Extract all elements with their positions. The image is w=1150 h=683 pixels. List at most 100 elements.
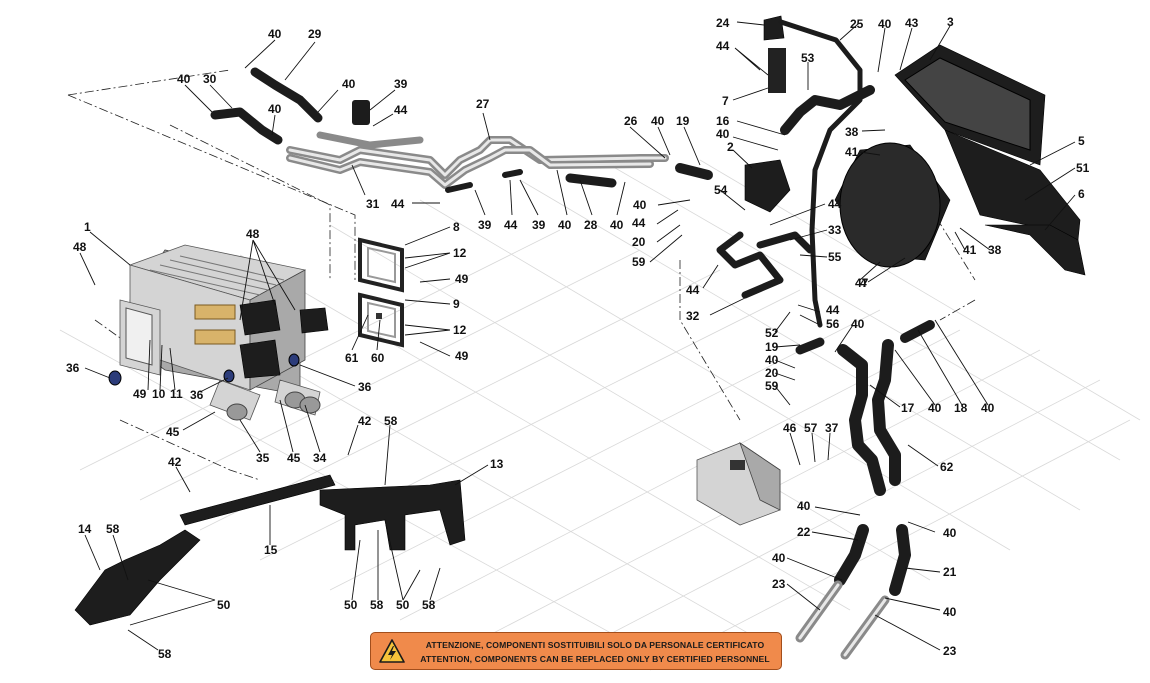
callout-47: 47	[855, 276, 869, 290]
callout-numbers: 1 2 3 4 5 6 7 8 9 10 11 12 12 13 14 15 1…	[66, 15, 1090, 661]
leader-lines	[79, 21, 1076, 651]
callout-50a: 50	[217, 598, 231, 612]
callout-60: 60	[371, 351, 385, 365]
brackets	[74, 474, 466, 626]
callout-44g: 44	[686, 283, 700, 297]
callout-55: 55	[828, 250, 842, 264]
callout-36a: 36	[66, 361, 80, 375]
callout-41a: 41	[845, 145, 859, 159]
callout-58c: 58	[158, 647, 172, 661]
callout-42b: 42	[168, 455, 182, 469]
callout-5: 5	[1078, 134, 1085, 148]
callout-46: 46	[783, 421, 797, 435]
callout-9: 9	[453, 297, 460, 311]
callout-30: 30	[203, 72, 217, 86]
pipes-23	[795, 580, 890, 660]
callout-40c: 40	[342, 77, 356, 91]
callout-40j: 40	[878, 17, 892, 31]
callout-45b: 45	[287, 451, 301, 465]
callout-38a: 38	[845, 125, 859, 139]
callout-49b: 49	[455, 349, 469, 363]
callout-39b: 39	[478, 218, 492, 232]
callout-25: 25	[850, 17, 864, 31]
callout-61: 61	[345, 351, 359, 365]
callout-40f: 40	[610, 218, 624, 232]
callout-44d: 44	[716, 39, 730, 53]
callout-32: 32	[686, 309, 700, 323]
floor-grid	[59, 159, 1141, 671]
callout-44b: 44	[391, 197, 405, 211]
callout-11: 11	[170, 387, 183, 401]
callout-40p: 40	[943, 526, 957, 540]
callout-62: 62	[940, 460, 954, 474]
callout-22: 22	[797, 525, 811, 539]
warning-text-english: ATTENTION, COMPONENTS CAN BE REPLACED ON…	[420, 654, 770, 664]
callout-8: 8	[453, 220, 460, 234]
gaskets	[358, 237, 404, 348]
callout-44c: 44	[504, 218, 518, 232]
callout-27: 27	[476, 97, 490, 111]
callout-39a: 39	[394, 77, 408, 91]
callout-1: 1	[84, 220, 91, 234]
callout-51: 51	[1076, 161, 1090, 175]
callout-59a: 59	[632, 255, 646, 269]
callout-40n: 40	[981, 401, 995, 415]
callout-20a: 20	[632, 235, 646, 249]
callout-54: 54	[714, 183, 728, 197]
callout-20b: 20	[765, 366, 779, 380]
callout-50c: 50	[396, 598, 410, 612]
callout-13: 13	[490, 457, 504, 471]
callout-35: 35	[256, 451, 270, 465]
callout-29: 29	[308, 27, 322, 41]
callout-40k: 40	[851, 317, 865, 331]
callout-36c: 36	[358, 380, 372, 394]
callout-50b: 50	[344, 598, 358, 612]
callout-17: 17	[901, 401, 915, 415]
callout-49a: 49	[455, 272, 469, 286]
callout-24: 24	[716, 16, 730, 30]
callout-15: 15	[264, 543, 278, 557]
callout-57: 57	[804, 421, 818, 435]
callout-58e: 58	[422, 598, 436, 612]
callout-4: 4	[860, 276, 867, 290]
callout-40h: 40	[633, 198, 647, 212]
callout-26: 26	[624, 114, 638, 128]
callout-18: 18	[954, 401, 968, 415]
callout-49c: 49	[133, 387, 147, 401]
callout-40g: 40	[651, 114, 665, 128]
callout-44f: 44	[828, 197, 842, 211]
callout-7: 7	[722, 94, 729, 108]
callout-40q: 40	[772, 551, 786, 565]
callout-40o: 40	[797, 499, 811, 513]
callout-14: 14	[78, 522, 92, 536]
radiator-and-fan	[834, 44, 1086, 276]
callout-58a: 58	[384, 414, 398, 428]
callout-53: 53	[801, 51, 815, 65]
callout-40r: 40	[943, 605, 957, 619]
hoses-left	[210, 67, 617, 193]
callout-44e: 44	[632, 216, 646, 230]
callout-3: 3	[947, 15, 954, 29]
warning-banner: ATTENZIONE, COMPONENTI SOSTITUIBILI SOLO…	[370, 632, 782, 670]
callout-31: 31	[366, 197, 380, 211]
callout-16: 16	[716, 114, 730, 128]
callout-42a: 42	[358, 414, 372, 428]
callout-23a: 23	[772, 577, 786, 591]
callout-33: 33	[828, 223, 842, 237]
inverter-unit	[108, 244, 329, 421]
high-voltage-warning-icon	[379, 639, 405, 663]
warning-text-italian: ATTENZIONE, COMPONENTI SOSTITUIBILI SOLO…	[425, 640, 765, 650]
callout-19a: 19	[676, 114, 690, 128]
callout-37: 37	[825, 421, 839, 435]
callout-40a: 40	[268, 27, 282, 41]
callout-40l: 40	[765, 353, 779, 367]
callout-40d: 40	[268, 102, 282, 116]
callout-40i: 40	[716, 127, 730, 141]
callout-39c: 39	[532, 218, 546, 232]
callout-36b: 36	[190, 388, 204, 402]
callout-19b: 19	[765, 340, 779, 354]
callout-44h: 44	[826, 303, 840, 317]
callout-2: 2	[727, 140, 734, 154]
callout-34: 34	[313, 451, 327, 465]
